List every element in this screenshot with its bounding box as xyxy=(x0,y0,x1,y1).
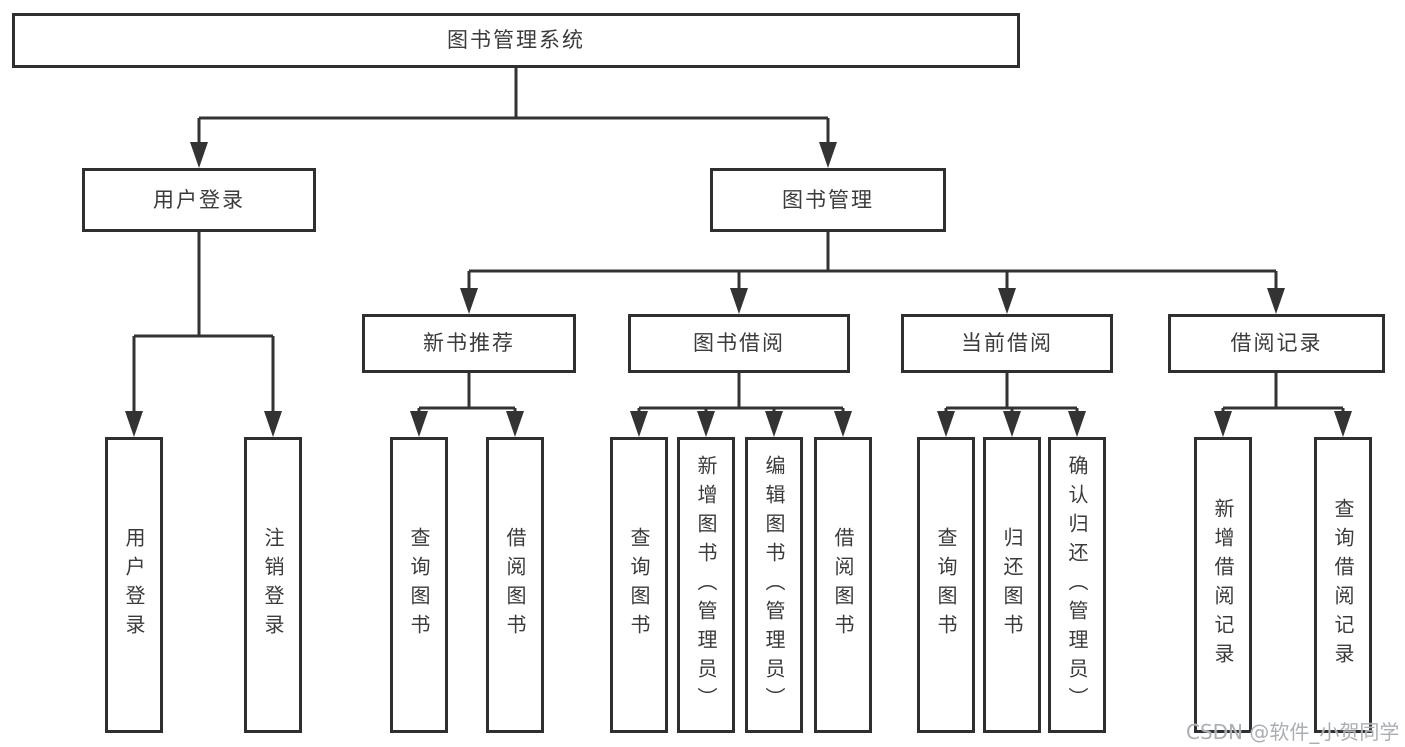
leaf-query-book: 查询图书 xyxy=(390,437,448,733)
leaf-label: 用户登录 xyxy=(122,527,146,643)
node-root-label: 图书管理系统 xyxy=(447,28,585,52)
leaf-label: 新增图书（管理员） xyxy=(694,454,718,716)
leaf-borrow-book: 借阅图书 xyxy=(486,437,544,733)
leaf-borrow-book: 借阅图书 xyxy=(814,437,872,733)
leaf-query-book: 查询图书 xyxy=(917,437,975,733)
leaf-confirm-return-admin: 确认归还（管理员） xyxy=(1048,437,1106,733)
leaf-label: 查询借阅记录 xyxy=(1331,498,1355,672)
node-label: 用户登录 xyxy=(153,187,245,212)
node-root-system: 图书管理系统 xyxy=(12,13,1020,68)
leaf-label: 查询图书 xyxy=(627,527,651,643)
leaf-add-book-admin: 新增图书（管理员） xyxy=(677,437,735,733)
leaf-label: 编辑图书（管理员） xyxy=(762,454,786,716)
leaf-query-borrow-record: 查询借阅记录 xyxy=(1314,437,1372,733)
node-label: 图书管理 xyxy=(782,187,874,212)
leaf-label: 借阅图书 xyxy=(503,527,527,643)
leaf-edit-book-admin: 编辑图书（管理员） xyxy=(745,437,803,733)
node-label: 图书借阅 xyxy=(693,331,785,355)
node-book-management-branch: 图书管理 xyxy=(710,168,946,232)
node-book-borrow: 图书借阅 xyxy=(628,314,850,373)
leaf-label: 新增借阅记录 xyxy=(1211,498,1235,672)
node-new-book-recommend: 新书推荐 xyxy=(362,314,576,373)
leaf-query-book: 查询图书 xyxy=(610,437,668,733)
node-user-login-branch: 用户登录 xyxy=(82,168,316,232)
node-label: 新书推荐 xyxy=(423,331,515,355)
leaf-user-login: 用户登录 xyxy=(105,437,163,733)
node-current-borrow: 当前借阅 xyxy=(901,314,1113,373)
leaf-add-borrow-record: 新增借阅记录 xyxy=(1194,437,1252,733)
leaf-label: 查询图书 xyxy=(934,527,958,643)
leaf-label: 注销登录 xyxy=(261,527,285,643)
leaf-label: 确认归还（管理员） xyxy=(1065,454,1089,716)
leaf-label: 借阅图书 xyxy=(831,527,855,643)
arrow-down-icons xyxy=(125,142,1352,437)
node-label: 当前借阅 xyxy=(961,331,1053,355)
node-borrow-record: 借阅记录 xyxy=(1168,314,1385,373)
leaf-label: 查询图书 xyxy=(407,527,431,643)
node-label: 借阅记录 xyxy=(1230,331,1323,355)
leaf-return-book: 归还图书 xyxy=(983,437,1041,733)
csdn-watermark: CSDN @软件_小贺同学 xyxy=(1186,720,1400,744)
leaf-label: 归还图书 xyxy=(1000,527,1024,643)
leaf-logout: 注销登录 xyxy=(244,437,302,733)
